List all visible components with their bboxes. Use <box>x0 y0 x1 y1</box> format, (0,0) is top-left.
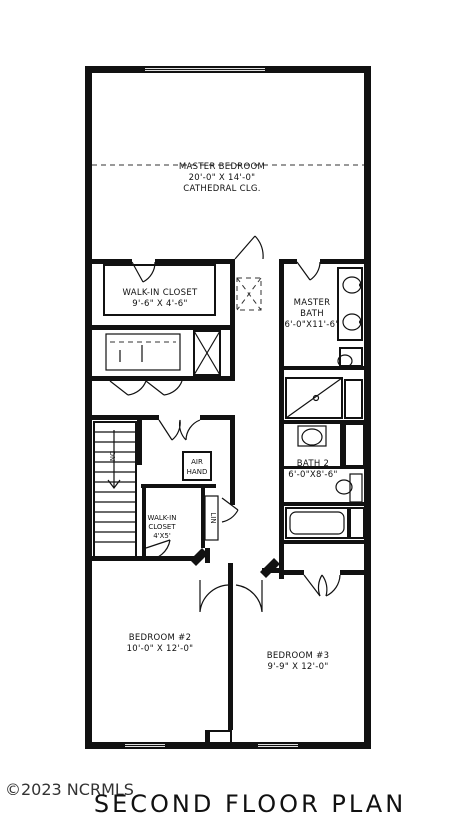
exterior-walls <box>85 66 371 749</box>
walk-in-closet-2-line-1: WALK-IN <box>148 514 177 522</box>
walk-in-closet-1-name: WALK-IN CLOSET <box>122 288 198 298</box>
master-bedroom-note: CATHEDRAL CLG. <box>183 184 261 194</box>
master-bedroom-size: 20'-0" X 14'-0" <box>189 173 256 183</box>
walk-in-closet-1: WALK-IN CLOSET 9'-6" X 4'-6" <box>103 264 216 316</box>
shelving-unit <box>105 330 221 376</box>
plan-title: SECOND FLOOR PLAN <box>94 790 406 818</box>
bath-2: BATH 2 6'-0"X8'-6" <box>284 423 365 544</box>
upper-interior-walls <box>92 259 364 579</box>
bedroom-3-size: 9'-9" X 12'-0" <box>267 662 328 672</box>
upper-doors <box>109 235 321 441</box>
bath-2-size: 6'-0"X8'-6" <box>288 470 337 480</box>
attic-hatch <box>236 277 262 311</box>
bedroom-2-name: BEDROOM #2 <box>129 633 192 643</box>
bedroom-3: BEDROOM #3 9'-9" X 12'-0" <box>267 651 330 672</box>
walk-in-closet-2-line-2: CLOSET <box>148 523 176 531</box>
staircase: DN <box>93 421 137 559</box>
air-handler: AIR HAND <box>141 451 216 488</box>
bath-2-name: BATH 2 <box>297 459 329 469</box>
bedroom-2-size: 10'-0" X 12'-0" <box>127 644 194 654</box>
master-bath: MASTER BATH 6'-0"X11'-6" <box>284 267 363 419</box>
walk-in-closet-2-size: 4'X5' <box>153 532 171 540</box>
master-bath-name-1: MASTER <box>294 298 331 308</box>
bedroom-3-name: BEDROOM #3 <box>267 651 330 661</box>
air-hand-line-2: HAND <box>187 468 208 476</box>
master-bath-size: 6'-0"X11'-6" <box>284 320 339 330</box>
air-hand-line-1: AIR <box>191 458 203 466</box>
walk-in-closet-2: LIN WALK-IN CLOSET 4'X5' <box>142 488 239 561</box>
lower-walls <box>92 548 364 730</box>
master-bedroom: MASTER BEDROOM 20'-0" X 14'-0" CATHEDRAL… <box>92 162 364 194</box>
stair-label: DN <box>108 451 116 462</box>
linen-label: LIN <box>209 512 217 523</box>
walk-in-closet-1-size: 9'-6" X 4'-6" <box>132 299 187 309</box>
master-bath-name-2: BATH <box>300 309 324 319</box>
copyright-watermark: ©2023 NCRMLS <box>5 780 134 799</box>
bedroom-2: BEDROOM #2 10'-0" X 12'-0" <box>127 633 194 654</box>
master-bedroom-name: MASTER BEDROOM <box>179 162 265 172</box>
lower-doors <box>199 574 341 613</box>
